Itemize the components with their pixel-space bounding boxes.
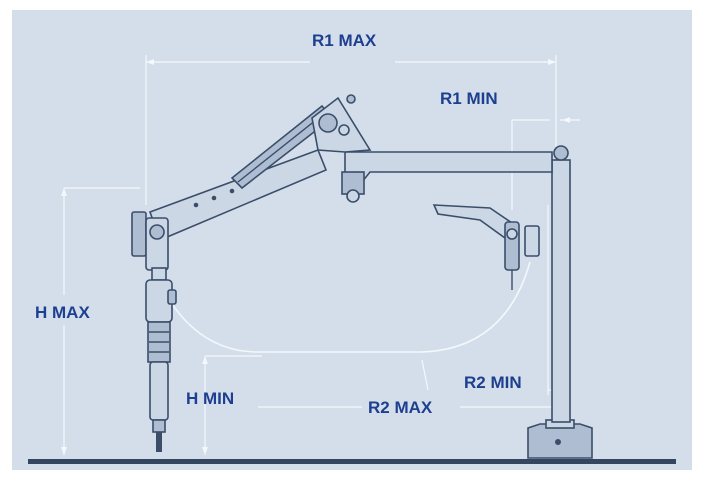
label-h-min: H MIN: [186, 389, 234, 408]
diagram-background: [12, 10, 692, 470]
label-r1-max: R1 MAX: [312, 31, 377, 50]
label-r2-min: R2 MIN: [464, 373, 522, 392]
inner-tool-mount: [432, 204, 540, 290]
horizontal-arm: [341, 151, 553, 203]
label-r2-max: R2 MAX: [368, 398, 433, 417]
inclined-boom: [148, 94, 372, 242]
ground-line: [28, 459, 676, 464]
dimension-lines: [61, 55, 580, 455]
nutrunner-tool: [145, 279, 177, 452]
support-column: [527, 145, 593, 459]
label-h-max: H MAX: [35, 303, 90, 322]
label-r1-min: R1 MIN: [440, 89, 498, 108]
swing-arc: [149, 261, 531, 353]
tool-holder: [131, 211, 169, 281]
